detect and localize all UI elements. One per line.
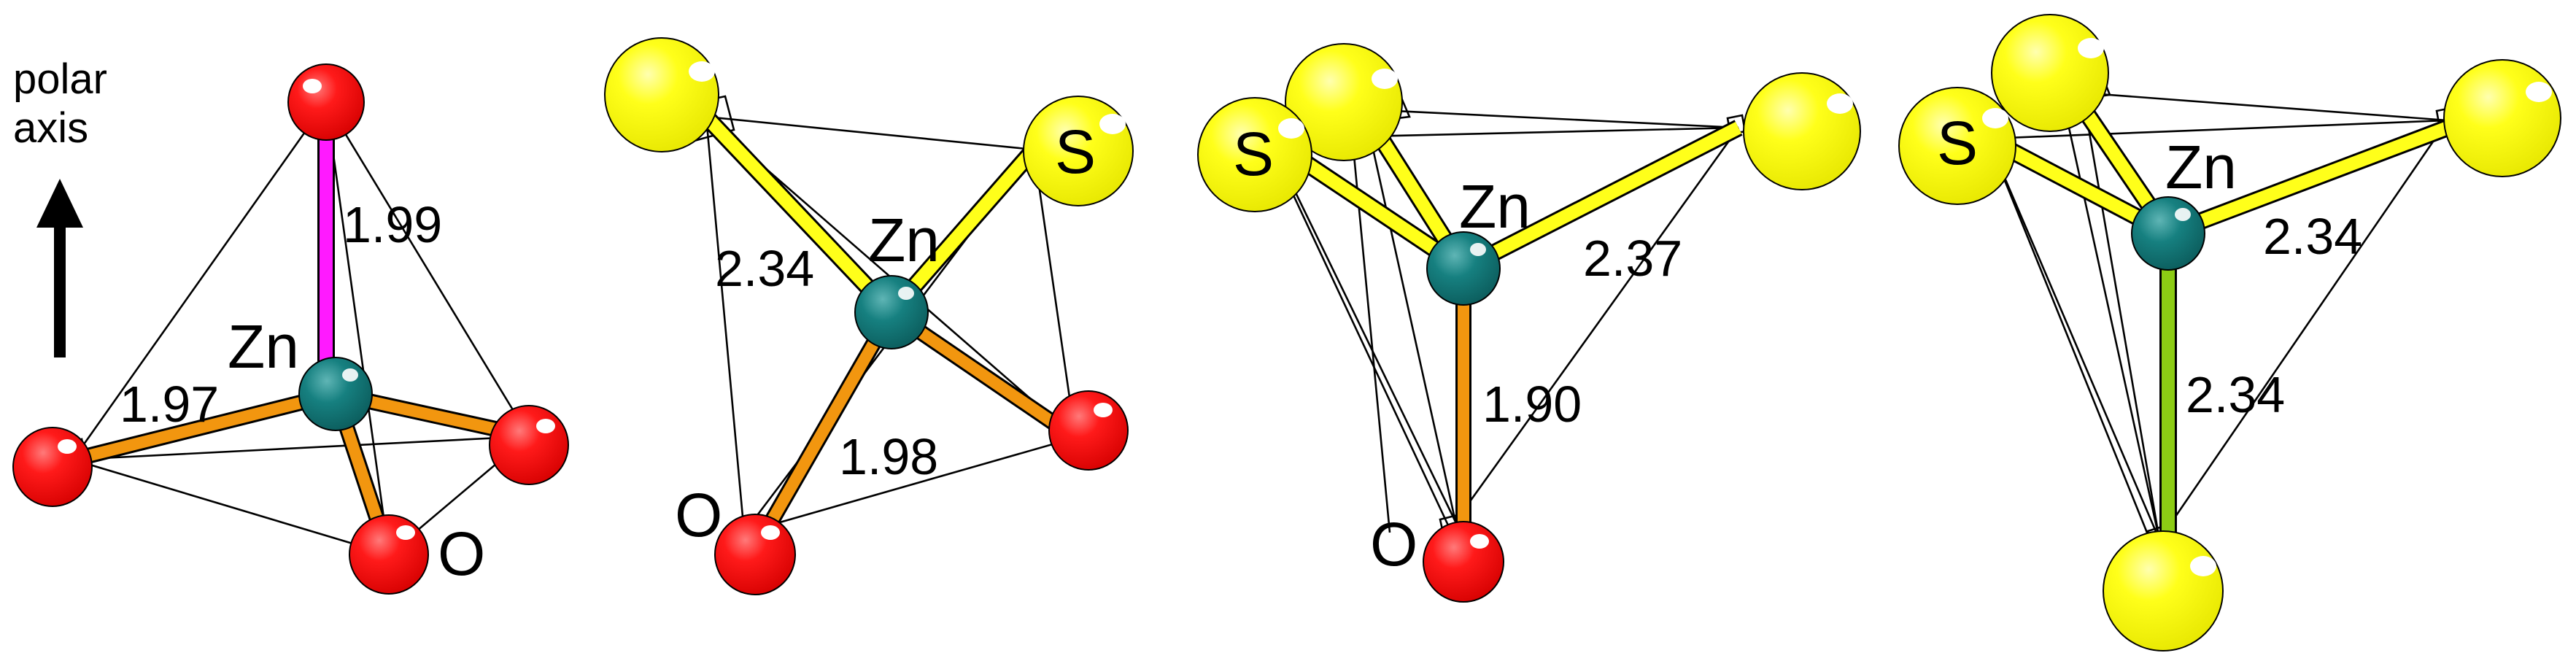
panel-3-bond-length-zn-s: 2.37 [1583,230,1682,287]
oxygen-atom [349,514,429,595]
panel-4-zn-label: Zn [2165,133,2237,201]
oxygen-atom [1048,390,1129,471]
zinc-atom [1426,231,1501,306]
sulfur-atom [1285,43,1403,161]
oxygen-atom [287,63,365,141]
zinc-atom [2131,196,2205,271]
panel-1-atoms [12,63,569,595]
panel-3-tetrahedron: S Zn 2.37 1.90 O [1197,43,1861,603]
sulfur-atom [1991,14,2109,132]
polar-axis: polar axis [13,55,107,357]
zinc-atom [854,275,929,349]
panel-1-bond-length-apical: 1.99 [343,196,442,253]
panel-4-polyhedron-edges [1987,71,2456,546]
oxygen-atom [1423,521,1504,603]
panel-4-atoms [1898,14,2561,651]
panel-1-o-label: O [438,519,485,588]
sulfur-atom [1743,72,1861,190]
oxygen-atom [714,514,796,595]
polar-axis-arrow-head [36,179,83,228]
sulfur-atom [2443,59,2561,177]
panel-2-zn-label: Zn [868,206,940,274]
panel-2-s-label: S [1055,117,1096,186]
panel-2-bond-length-zn-s: 2.34 [715,240,814,297]
panel-1-bonds [71,102,531,557]
zinc-atom [298,357,373,431]
panel-1-zn-label: Zn [228,312,299,381]
polar-axis-label-line1: polar [13,55,107,103]
sulfur-atom [2103,530,2224,651]
panel-2-o-label: O [675,481,722,549]
panel-4-bond-length-zn-s-apical: 2.34 [2186,366,2285,423]
bond-zn-o-1 [71,388,337,465]
bond-zn-o-2 [754,309,897,546]
panel-2-bond-length-zn-o: 1.98 [839,428,938,485]
oxygen-atom [12,427,93,507]
panel-3-s-label: S [1233,120,1274,188]
bond-zn-s-1 [701,112,897,317]
sulfur-atom [604,37,719,152]
panel-3-atoms [1197,43,1861,603]
panel-1-bond-length-basal: 1.97 [120,376,219,433]
panel-3-zn-label: Zn [1459,172,1531,241]
oxygen-atom [489,405,569,485]
panel-2-atoms [604,37,1134,595]
panel-4-bond-length-zn-s-basal: 2.34 [2263,208,2362,265]
panel-4-tetrahedron: S Zn 2.34 2.34 [1898,14,2561,651]
bond-zn-s-3 [1460,121,1742,275]
panel-3-bond-length-zn-o: 1.90 [1482,376,1582,433]
panel-2-tetrahedron: S Zn 2.34 1.98 O [604,37,1134,595]
panel-1-zno4-tetrahedron: 1.99 1.97 Zn O [12,63,569,595]
panel-3-o-label: O [1370,510,1417,579]
panel-4-s-label: S [1937,109,1978,177]
polar-axis-label-line2: axis [13,104,88,152]
bond-zn-s-3 [2165,121,2451,240]
